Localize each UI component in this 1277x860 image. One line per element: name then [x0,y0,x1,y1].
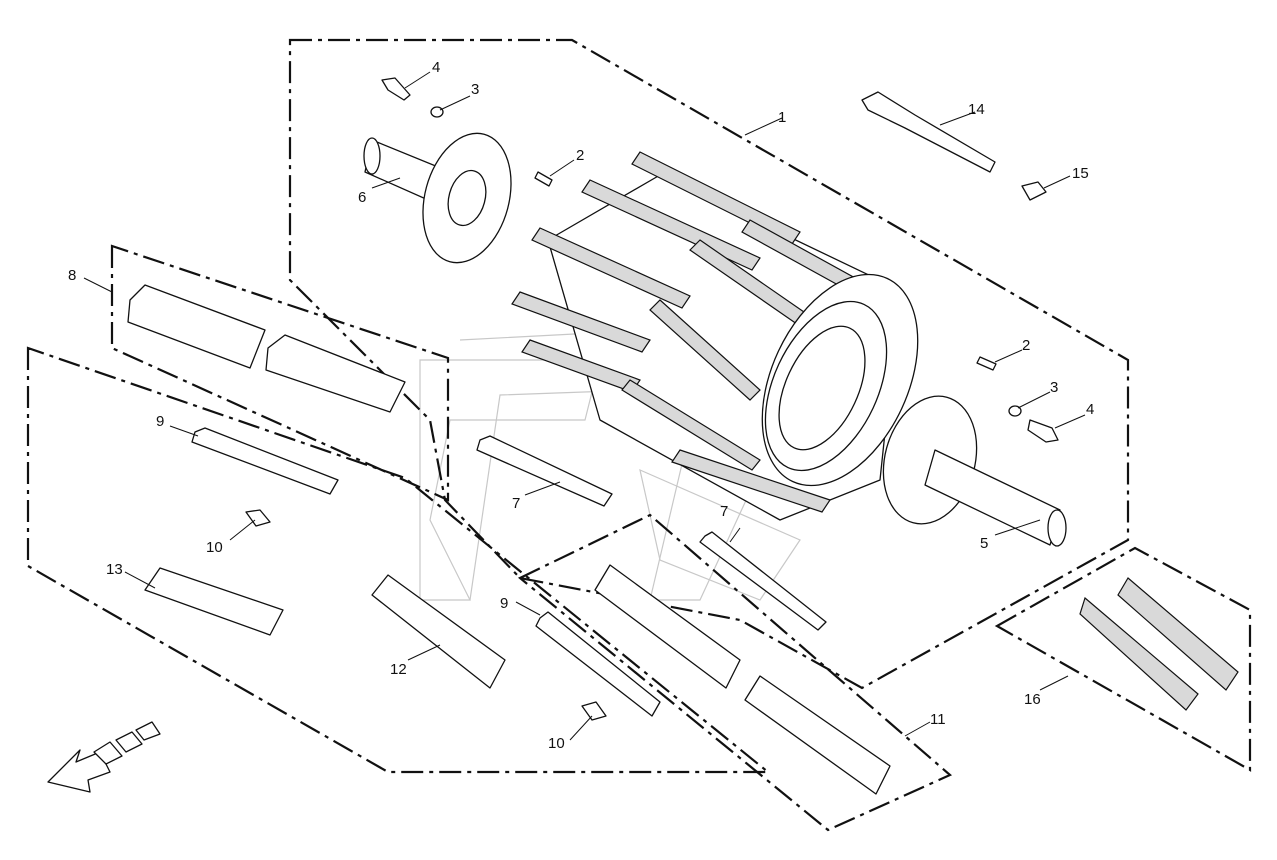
callout-2-right: 2 [1022,337,1030,354]
callout-3-right: 3 [1050,379,1058,396]
washer-left [430,106,444,118]
stud-right [976,356,997,371]
leader-lines [83,71,1086,741]
callout-3-left: 3 [471,81,479,98]
callout-6: 6 [358,189,366,206]
callout-16: 16 [1024,691,1041,708]
callout-14: 14 [968,101,985,118]
washer-right [1008,405,1022,417]
lower-knife-set-border [26,346,772,774]
counter-knife-set-border [994,546,1252,772]
direction-arrow-icon [47,721,161,793]
tools [861,91,1047,201]
callout-13: 13 [106,561,123,578]
callout-7-right: 7 [720,503,728,520]
rotor-drum [511,151,919,521]
bolt-right [1027,419,1059,443]
right-knife-set-border [517,513,953,832]
callout-10-left: 10 [206,539,223,556]
callout-15: 15 [1072,165,1089,182]
callout-9-right: 9 [500,595,508,612]
fasteners [381,77,1059,443]
callout-4-left: 4 [432,59,440,76]
callout-2-left: 2 [576,147,584,164]
wrench-tool [861,91,996,173]
fitting [1021,181,1047,201]
wear-strips [1079,577,1239,711]
left-shaft [363,132,512,264]
callout-10-right: 10 [548,735,565,752]
callout-11: 11 [930,711,946,728]
callout-9-left: 9 [156,413,164,430]
callout-labels: 1 2 2 3 3 4 4 5 6 7 7 8 9 9 10 10 11 12 … [68,59,1094,752]
callout-7-left: 7 [512,495,520,512]
clamp-strips [191,427,827,717]
callout-5: 5 [980,535,988,552]
right-shaft [882,395,1067,547]
right-knives [594,564,891,795]
callout-8: 8 [68,267,76,284]
stud-left [534,171,553,187]
upper-knife-set-border [110,244,450,502]
lower-knives [144,567,506,689]
bolt-left [381,77,411,101]
upper-knives [127,284,406,413]
callout-1: 1 [778,109,786,126]
callout-12: 12 [390,661,407,678]
callout-4-right: 4 [1086,401,1094,418]
